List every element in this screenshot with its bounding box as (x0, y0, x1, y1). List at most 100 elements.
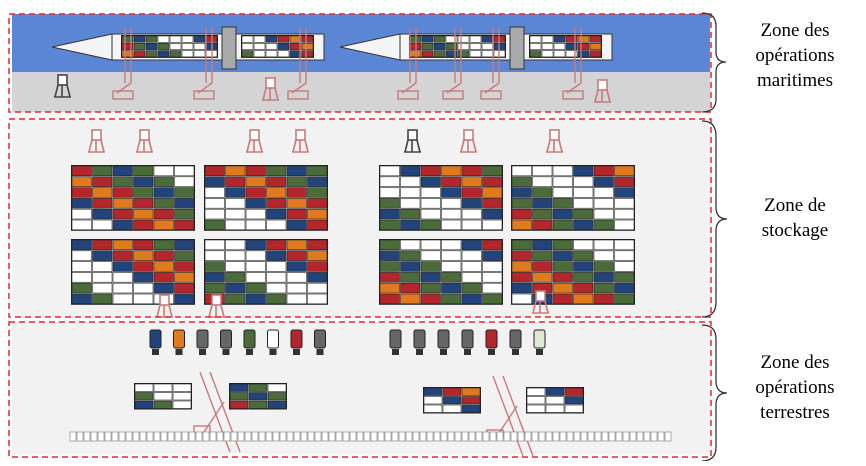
rail-sleeper (328, 431, 336, 442)
container-block-outline (229, 383, 287, 410)
container (174, 293, 195, 305)
rail-sleeper (615, 431, 623, 442)
truck-2 (173, 329, 185, 355)
maritime-zone-label: Zone des opérations maritimes (724, 18, 866, 93)
storage-block-2-2 (204, 239, 328, 305)
container (204, 198, 225, 209)
container (225, 250, 246, 261)
storage-block-1-2 (71, 239, 195, 305)
rail-sleeper (468, 431, 476, 442)
carrier-cab (535, 290, 546, 302)
container (225, 293, 246, 305)
container (433, 35, 446, 43)
container (174, 272, 195, 283)
container (593, 208, 614, 220)
container (614, 293, 635, 305)
container (204, 250, 225, 261)
yard-crane-rail (502, 375, 534, 457)
container (573, 272, 594, 283)
container (204, 208, 225, 220)
container (565, 42, 578, 50)
container (266, 272, 287, 283)
container (593, 187, 614, 198)
container (92, 261, 113, 272)
container (71, 176, 92, 187)
truck-trailer (314, 329, 326, 349)
container (266, 250, 287, 261)
carrier-cab (91, 129, 102, 141)
container (153, 261, 174, 272)
container-block-outline (241, 35, 314, 58)
carrier-leg (594, 89, 599, 103)
container (461, 250, 482, 261)
carrier-cab (249, 129, 260, 141)
carrier-leg (136, 139, 141, 153)
container (92, 198, 113, 209)
container (545, 396, 565, 405)
container (577, 35, 590, 43)
container (614, 176, 635, 187)
container (532, 187, 553, 198)
container (441, 239, 462, 251)
container (266, 293, 287, 305)
rail-sleeper (601, 431, 609, 442)
rail-sleeper (405, 431, 413, 442)
rail-sleeper (636, 431, 644, 442)
container (532, 165, 553, 177)
rail-sleeper (545, 431, 553, 442)
rail-sleeper (580, 431, 588, 442)
rail-sleeper (356, 431, 364, 442)
container (71, 165, 92, 177)
container (564, 404, 584, 413)
truck-cab (199, 349, 206, 355)
container (461, 387, 481, 396)
container (573, 293, 594, 305)
container (286, 176, 307, 187)
container (573, 239, 594, 251)
container (565, 50, 578, 58)
container (92, 176, 113, 187)
container (469, 42, 482, 50)
rail-sleeper (517, 431, 525, 442)
container (461, 272, 482, 283)
rail-sleeper (188, 431, 196, 442)
container (564, 396, 584, 405)
container (379, 187, 400, 198)
container (469, 50, 482, 58)
rail-sleeper (209, 431, 217, 442)
carrier-cab (295, 129, 306, 141)
container (225, 261, 246, 272)
straddle-carrier-quay-1 (54, 74, 71, 98)
container (174, 176, 195, 187)
container (133, 219, 154, 231)
land-zone-label-line-3: terrestres (760, 402, 830, 423)
truck-6 (267, 329, 279, 355)
truck-7 (290, 329, 303, 355)
container (545, 404, 565, 413)
container (461, 198, 482, 209)
container (204, 176, 225, 187)
container (564, 387, 584, 396)
container (541, 42, 554, 50)
container (526, 396, 546, 405)
container (71, 187, 92, 198)
container (286, 282, 307, 294)
container (529, 42, 542, 50)
rail-sleeper (97, 431, 105, 442)
rail-sleeper (300, 431, 308, 442)
container (573, 176, 594, 187)
carrier-leg (54, 84, 59, 98)
container (593, 261, 614, 272)
container (225, 272, 246, 283)
container (157, 42, 170, 50)
container (573, 250, 594, 261)
truck-cab (464, 349, 471, 355)
container (441, 198, 462, 209)
maritime-zone-border (8, 13, 712, 113)
carrier-cab (407, 129, 418, 141)
container (614, 198, 635, 209)
container (420, 272, 441, 283)
container (420, 219, 441, 231)
container (420, 198, 441, 209)
container (133, 42, 146, 50)
